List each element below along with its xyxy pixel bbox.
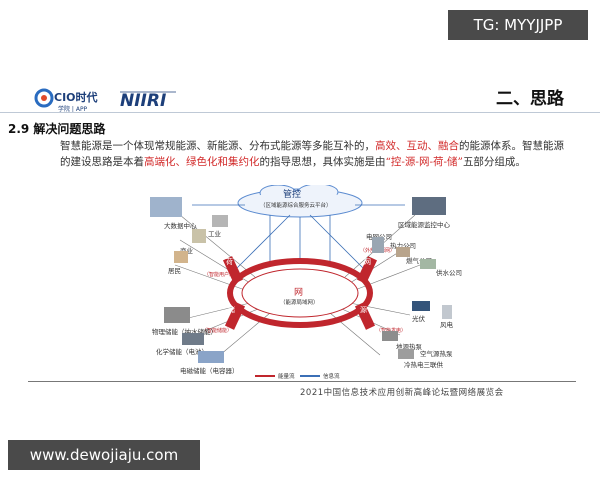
smart-energy-diagram: 管控 （区域能源综合服务云平台） 网 （能源局域网） 荷 （智能用户） 网 （外…: [120, 185, 480, 380]
battery-icon: [182, 333, 204, 345]
seg-chu-sub: （智能储能）: [202, 328, 233, 334]
left-item: 大数据中心: [164, 222, 197, 230]
para-highlight-3: “控-源-网-荷-储”: [385, 156, 463, 168]
right-item: 区域能源监控中心: [398, 221, 450, 229]
para-text-4: 五部分组成。: [462, 156, 526, 168]
left-item: 工业: [208, 230, 221, 238]
pump-storage-icon: [164, 307, 190, 323]
ring-center-label: 网: [294, 288, 304, 298]
mall-icon: [192, 229, 206, 243]
seg-chu: 储: [228, 306, 235, 314]
capacitor-icon: [198, 351, 224, 363]
chp-icon: [398, 349, 414, 359]
header-divider: [0, 112, 600, 113]
heat-company-icon: [396, 247, 410, 257]
right-item: 空气源热泵: [420, 350, 453, 358]
monitor-center-icon: [412, 197, 446, 215]
left-item: 居民: [168, 267, 181, 275]
left-item: 物理储能（抽水储能）: [152, 328, 217, 336]
section-title: 2.9 解决问题思路: [8, 122, 106, 136]
house-icon: [174, 251, 188, 263]
para-highlight-1: 高效、互动、融合: [375, 140, 459, 152]
wind-icon: [442, 305, 452, 319]
seg-wang: 网: [364, 258, 371, 266]
seg-he-sub: （智能用户）: [204, 272, 235, 278]
energy-ring: [227, 258, 373, 328]
left-item: 电磁储能（电容器）: [180, 367, 239, 375]
para-highlight-2: 高端化、绿色化和集约化: [144, 156, 260, 168]
right-item: 地源热泵: [396, 343, 422, 351]
intro-paragraph: 智慧能源是一个体现常规能源、新能源、分布式能源等多能互补的，高效、互动、融合的能…: [60, 138, 570, 170]
ring-center-sub: （能源局域网）: [280, 300, 319, 306]
svg-text:学院 | APP: 学院 | APP: [58, 105, 88, 113]
seg-he: 荷: [226, 258, 233, 266]
cio-logo: CIO时代 学院 | APP: [34, 84, 114, 114]
solar-icon: [412, 301, 430, 311]
legend-energy: 能量流: [278, 374, 295, 380]
right-item: 燃气公司: [406, 257, 432, 265]
right-item: 热力公司: [390, 242, 416, 250]
power-grid-icon: [372, 237, 384, 253]
left-item: 化学储能（电池）: [156, 348, 208, 356]
watermark-top: TG: MYYJJPP: [448, 10, 588, 40]
right-item: 供水公司: [436, 269, 462, 277]
svg-text:NIIRI: NIIRI: [120, 91, 166, 111]
data-center-icon: [150, 197, 182, 217]
footer-divider: [28, 381, 576, 382]
cloud-icon: [237, 185, 363, 218]
section-heading: 二、思路: [496, 89, 564, 109]
right-item: 风电: [440, 321, 453, 329]
para-text-3: 的指导思想，具体实施是由: [259, 156, 386, 168]
cloud-subtitle: （区域能源综合服务云平台）: [260, 203, 332, 209]
right-item: 冷热电三联供: [404, 361, 443, 369]
niiri-logo: NIIRI: [118, 84, 180, 114]
legend-info: 信息流: [323, 374, 340, 380]
para-text-1: 智慧能源是一个体现常规能源、新能源、分布式能源等多能互补的，: [60, 140, 375, 152]
heat-pump-icon: [382, 331, 398, 341]
para-text-2: 的能源体系。智慧能源的建设思路是本着: [60, 140, 564, 168]
watermark-bottom: www.dewojiaju.com: [8, 440, 200, 470]
svg-text:CIO时代: CIO时代: [54, 90, 98, 104]
seg-yuan: 源: [360, 306, 367, 314]
footer-text: 2021中国信息技术应用创新高峰论坛暨网络展览会: [300, 388, 504, 398]
water-company-icon: [420, 259, 436, 269]
factory-icon: [212, 215, 228, 227]
cloud-title: 管控: [283, 190, 302, 200]
right-item: 光伏: [412, 315, 425, 323]
